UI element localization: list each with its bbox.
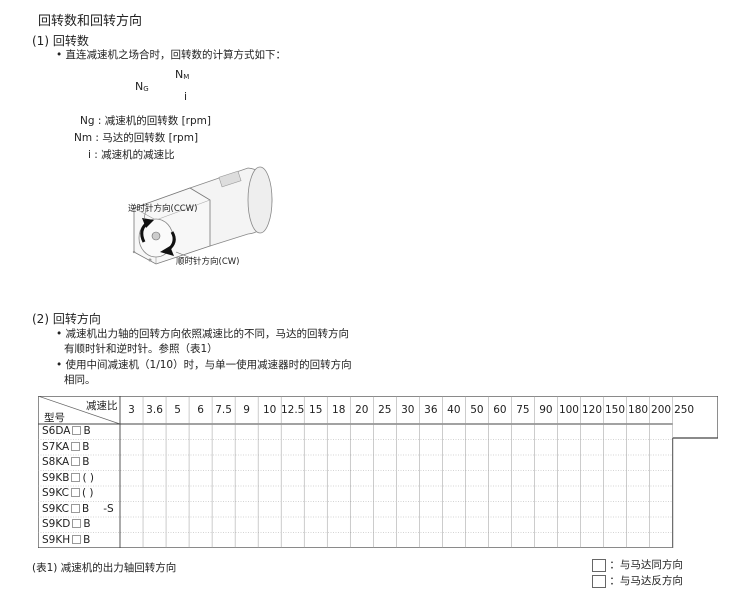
ratio-col-label: 90 — [539, 404, 553, 416]
model-suffix: B — [83, 533, 91, 546]
model-row-label: S9KC ( ) — [42, 487, 94, 499]
ratio-col-label: 40 — [447, 404, 461, 416]
model-suffix: B — [82, 456, 90, 468]
ratio-col-label: 25 — [378, 404, 392, 416]
model-suffix: ( ) — [82, 487, 94, 499]
section2-bullet-2-cont: 相同。 — [64, 374, 96, 386]
model-suffix: B — [83, 518, 91, 530]
placeholder-box-icon — [71, 503, 80, 513]
formula-lhs: NG — [135, 80, 149, 93]
model-suffix: B — [82, 502, 90, 515]
ratio-col-label: 60 — [493, 404, 507, 416]
ratio-col-label: 200 — [651, 404, 672, 416]
ccw-label: 逆时针方向(CCW) — [128, 204, 198, 214]
legend-opposite: ：与马达反方向 — [592, 573, 683, 588]
section2-bullet-2: • 使用中间减速机（1/10）时，与单一使用减速器时的回转方向 — [56, 359, 352, 371]
section1-heading: (1) 回转数 — [32, 34, 89, 48]
legend-same: ：与马达同方向 — [592, 557, 683, 572]
model-prefix: S9KH — [42, 533, 71, 546]
model-prefix: S9KD — [42, 518, 71, 530]
header-type: 型号 — [44, 412, 65, 424]
placeholder-box-icon — [72, 426, 82, 435]
formula-numerator: NM — [175, 68, 190, 81]
grid-line — [38, 396, 121, 425]
ratio-col-label: 10 — [262, 404, 277, 416]
placeholder-box-icon — [71, 441, 81, 451]
section2-bullet-1: • 减速机出力轴的回转方向依照减速比的不同，马达的回转方向 — [56, 328, 350, 340]
model-suffix: ( ) — [82, 471, 94, 484]
formula-denominator: i — [184, 90, 188, 103]
ratio-col-label: 3.6 — [146, 404, 163, 416]
def-i: i : 减速机的减速比 — [88, 149, 175, 161]
motor-illustration — [132, 166, 273, 265]
model-row-label: S9KD B — [42, 518, 91, 530]
ratio-col-label: 120 — [581, 404, 603, 416]
ratio-col-label: 36 — [424, 404, 438, 416]
model-suffix: B — [83, 425, 91, 437]
model-prefix: S6DA — [42, 425, 71, 437]
placeholder-box-icon — [72, 519, 82, 528]
ratio-col-label: 20 — [355, 404, 369, 416]
ratio-col-label: 12.5 — [280, 404, 305, 416]
model-suffix: B — [82, 440, 90, 453]
table-caption: (表1) 减速机的出力轴回转方向 — [32, 562, 177, 574]
page-title: 回转数和回转方向 — [38, 14, 143, 29]
model-prefix: S7KA — [42, 440, 70, 453]
ratio-col-label: 3 — [128, 404, 135, 416]
model-prefix: S9KC — [42, 487, 69, 499]
legend-opposite-swatch — [592, 574, 606, 588]
placeholder-box-icon — [71, 472, 81, 482]
ratio-col-label: 9 — [243, 404, 250, 416]
model-extra: -S — [103, 502, 114, 515]
def-ng: Ng : 减速机的回转数 [rpm] — [80, 115, 211, 127]
model-prefix: S8KA — [42, 456, 70, 468]
ratio-col-label: 50 — [470, 404, 484, 416]
section2-bullet-1-cont: 有顺时针和逆时针。参照（表1） — [64, 343, 218, 355]
model-row-label: S8KA B — [42, 456, 89, 468]
ratio-col-label: 100 — [558, 404, 579, 416]
model-prefix: S9KC — [42, 502, 69, 515]
ratio-col-label: 15 — [309, 404, 323, 416]
ratio-col-label: 150 — [604, 404, 626, 416]
ratio-col-label: 30 — [401, 404, 415, 416]
def-nm: Nm : 马达的回转数 [rpm] — [74, 132, 199, 144]
section2-heading: (2) 回转方向 — [32, 312, 101, 326]
ratio-col-label: 75 — [516, 404, 530, 416]
ratio-col-label: 250 — [674, 404, 695, 416]
placeholder-box-icon — [72, 534, 82, 544]
legend-opposite-text: ：与马达反方向 — [609, 575, 683, 587]
section1-bullet: • 直连减速机之场合时，回转数的计算方式如下： — [56, 49, 287, 61]
ratio-col-label: 6 — [197, 404, 204, 416]
ratio-col-label: 18 — [332, 404, 346, 416]
legend-same-swatch — [592, 558, 606, 572]
ratio-col-label: 5 — [174, 404, 181, 416]
header-ratio: 减速比 — [86, 400, 118, 412]
ratio-col-label: 180 — [628, 404, 649, 416]
model-row-label: S9KH B — [42, 534, 90, 546]
legend-same-text: ：与马达同方向 — [609, 559, 683, 571]
model-row-label: S9KC B -S — [42, 503, 114, 515]
table-grid — [38, 396, 718, 548]
placeholder-box-icon — [71, 457, 81, 466]
ratio-col-label: 7.5 — [215, 404, 232, 416]
cw-label: 顺时针方向(CW) — [176, 257, 240, 267]
model-row-label: S6DA B — [42, 425, 91, 437]
placeholder-box-icon — [71, 488, 80, 497]
model-prefix: S9KB — [42, 471, 70, 484]
model-row-label: S7KA B — [42, 441, 89, 453]
model-row-label: S9KB ( ) — [42, 472, 94, 484]
